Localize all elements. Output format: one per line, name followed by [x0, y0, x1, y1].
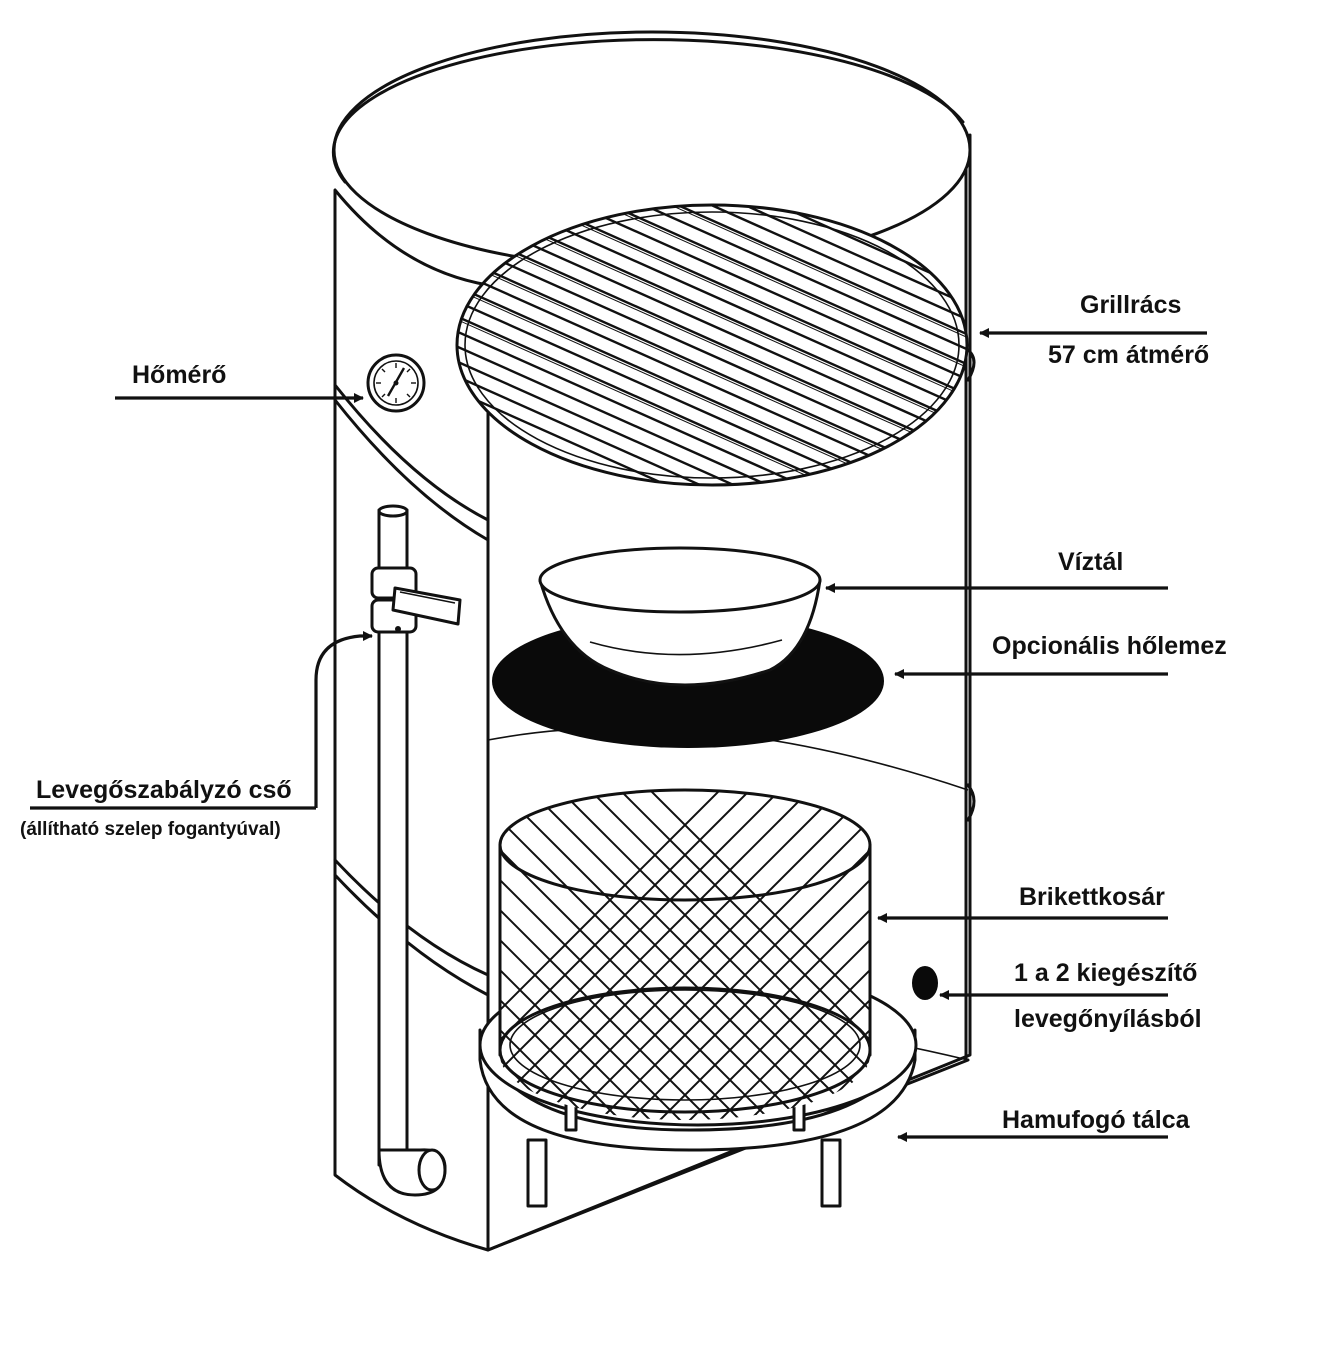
label-ash-tray: Hamufogó tálca	[1002, 1106, 1191, 1134]
label-basket: Brikettkosár	[1019, 883, 1165, 911]
label-air-pipe: Levegőszabályzó cső	[36, 776, 292, 804]
labels: Grillrács 57 cm átmérő Hőmérő Víztál Opc…	[20, 291, 1227, 1134]
label-vent-line1: 1 a 2 kiegészítő	[1014, 959, 1197, 987]
label-thermometer: Hőmérő	[132, 361, 226, 389]
air-vent-hole	[912, 966, 938, 1000]
air-control-pipe	[370, 504, 462, 1197]
label-grate-size: 57 cm átmérő	[1048, 341, 1209, 369]
charcoal-basket	[478, 788, 918, 1208]
label-water-pan: Víztál	[1058, 548, 1123, 576]
label-heat-plate: Opcionális hőlemez	[992, 632, 1227, 660]
label-air-pipe-note: (állítható szelep fogantyúval)	[20, 819, 281, 840]
water-pan	[538, 546, 822, 687]
arrow-air-pipe	[314, 631, 373, 808]
grill-grate	[455, 203, 969, 487]
thermometer-gauge	[366, 353, 426, 413]
label-grate: Grillrács	[1080, 291, 1181, 319]
leader-arrows	[30, 328, 1207, 1142]
label-vent-line2: levegőnyílásból	[1014, 1005, 1202, 1033]
